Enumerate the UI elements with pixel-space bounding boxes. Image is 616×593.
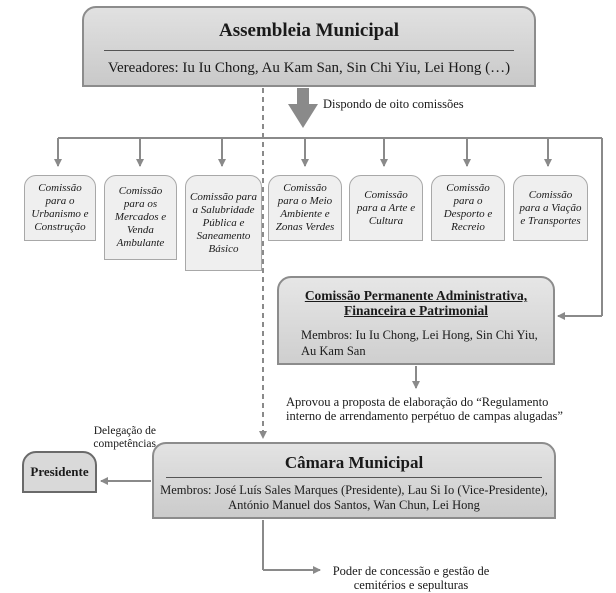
assembleia-members: Vereadores: Iu Iu Chong, Au Kam San, Sin…: [107, 60, 511, 76]
comissao-meio-ambiente: Comissão para o Meio Ambiente e Zonas Ve…: [268, 175, 342, 241]
permanente-title: Comissão Permanente Administrativa, Fina…: [304, 288, 528, 318]
comissao-urbanismo: Comissão para o Urbanismo e Construção: [24, 175, 96, 241]
assembleia-title: Assembleia Municipal: [219, 20, 399, 41]
camara-municipal-box: Câmara Municipal Membros: José Luís Sale…: [152, 442, 556, 519]
assembleia-municipal-box: Assembleia Municipal Vereadores: Iu Iu C…: [82, 6, 536, 87]
camara-divider: [166, 477, 542, 478]
comissoes-arrow-label: Dispondo de oito comissões: [323, 97, 464, 111]
comissao-arte-cultura: Comissão para a Arte e Cultura: [349, 175, 423, 241]
comissao-salubridade: Comissão para a Salubridade Pública e Sa…: [185, 175, 262, 271]
assembleia-divider: [104, 50, 514, 51]
comissao-mercados: Comissão para os Mercados e Venda Ambula…: [104, 175, 177, 260]
permanente-members: Membros: Iu Iu Chong, Lei Hong, Sin Chi …: [301, 328, 538, 358]
delegacao-label: Delegação de competências: [93, 425, 156, 450]
aprovou-label: Aprovou a proposta de elaboração do “Reg…: [286, 395, 563, 423]
comissao-viacao: Comissão para a Viação e Transportes: [513, 175, 588, 241]
presidente-box: Presidente: [22, 451, 97, 493]
camara-members: Membros: José Luís Sales Marques (Presid…: [160, 483, 548, 512]
camara-title: Câmara Municipal: [284, 453, 424, 472]
comissao-permanente-box: Comissão Permanente Administrativa, Fina…: [277, 276, 555, 365]
comissao-desporto: Comissão para o Desporto e Recreio: [431, 175, 505, 241]
poder-label: Poder de concessão e gestão de cemitério…: [332, 564, 490, 592]
